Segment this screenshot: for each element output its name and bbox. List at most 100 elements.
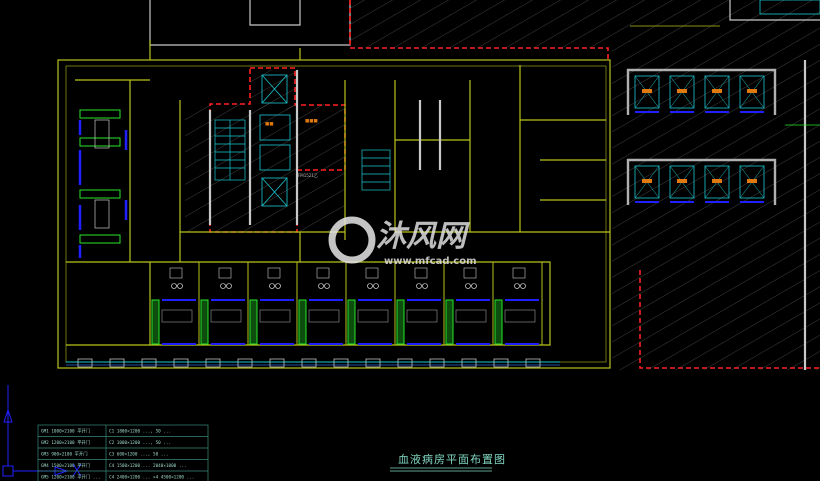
staircase <box>214 119 391 191</box>
sink <box>465 283 471 289</box>
core-room-label: ■■■ <box>305 119 318 124</box>
window-frame <box>269 358 285 368</box>
window-frame <box>365 358 381 368</box>
legend-window-spec: C4 1500×1200 ... 2040×1000 ... <box>109 463 187 469</box>
right-green-line <box>630 25 820 126</box>
elevator-car <box>739 75 765 109</box>
window-frame <box>141 358 157 368</box>
dialysis-room-row <box>149 261 543 346</box>
watermark-name: 沐风网 <box>376 219 470 254</box>
elevator-car <box>704 165 730 199</box>
sink <box>416 283 422 289</box>
legend-door-spec: GM4 1500×2100 平开门 <box>41 462 90 469</box>
hatched-existing-areas <box>185 0 820 370</box>
sink <box>318 283 324 289</box>
core-elevators <box>259 74 291 207</box>
toilet <box>414 267 428 279</box>
core-room-label: ■■ <box>265 122 274 127</box>
sink <box>520 283 526 289</box>
bed <box>161 309 193 323</box>
sink <box>275 283 281 289</box>
elevator-car <box>704 75 730 109</box>
elevator-label <box>677 89 687 93</box>
exterior-window-strip <box>66 358 560 368</box>
equipment-column <box>494 299 503 345</box>
bed <box>259 309 291 323</box>
window-frame <box>301 358 317 368</box>
toilet <box>267 267 281 279</box>
elevator-car <box>669 165 695 199</box>
elevator-label <box>642 89 652 93</box>
toilet <box>218 267 232 279</box>
sink <box>324 283 330 289</box>
sink <box>514 283 520 289</box>
equipment-column <box>396 299 405 345</box>
toilet <box>463 267 477 279</box>
window-frame <box>397 358 413 368</box>
bed <box>308 309 340 323</box>
sink <box>422 283 428 289</box>
drawing-title: 血液病房平面布置图 <box>398 452 506 466</box>
sink <box>226 283 232 289</box>
elevator-car <box>739 165 765 199</box>
legend-door-spec: GM5 1200×2100 平开门 ... <box>41 474 100 481</box>
bed <box>504 309 536 323</box>
window-frame <box>205 358 221 368</box>
door-window-legend-table: GM1 1000×2100 平开门 C1 1800×1200 ..., 50 ..… <box>37 424 209 481</box>
elevator-groups <box>626 68 777 205</box>
legend-door-spec: GM1 1000×2100 平开门 <box>41 428 90 435</box>
upper-building <box>149 0 820 46</box>
window-frame <box>429 358 445 368</box>
window-frame <box>333 358 349 368</box>
elevator-shaft-wall <box>626 68 777 115</box>
elevator-car <box>669 75 695 109</box>
sink <box>471 283 477 289</box>
equipment-column <box>347 299 356 345</box>
window-frame <box>493 358 509 368</box>
equipment-column <box>445 299 454 345</box>
gray-core-walls <box>208 60 807 370</box>
equipment-column <box>298 299 307 345</box>
elevator-label <box>747 179 757 183</box>
door-tag: FM1521乙 <box>298 172 318 178</box>
watermark-logo: 沐风网 www.mfcad.com <box>328 216 477 267</box>
elevator-label <box>712 179 722 183</box>
window-frame <box>461 358 477 368</box>
elevator-car <box>634 165 660 199</box>
sink <box>373 283 379 289</box>
window-frame <box>525 358 541 368</box>
legend-window-spec: C3 600×1200 ..., 50 ... <box>109 452 169 458</box>
sink <box>367 283 373 289</box>
bed <box>406 309 438 323</box>
watermark-url: www.mfcad.com <box>384 256 477 267</box>
sink <box>177 283 183 289</box>
legend-door-spec: GM2 1200×2100 平开门 <box>41 439 90 446</box>
sink <box>220 283 226 289</box>
equipment-column <box>200 299 209 345</box>
window-frame <box>237 358 253 368</box>
elevator-car <box>634 75 660 109</box>
elevator-label <box>712 89 722 93</box>
elevator-label <box>677 179 687 183</box>
bed <box>210 309 242 323</box>
bed <box>357 309 389 323</box>
legend-window-spec: C1 1800×1200 ..., 50 ... <box>109 429 171 435</box>
main-building-walls <box>57 40 611 369</box>
elevator-label <box>642 179 652 183</box>
sink <box>269 283 275 289</box>
elevator-label <box>747 89 757 93</box>
window-frame <box>173 358 189 368</box>
equipment-column <box>249 299 258 345</box>
toilet <box>512 267 526 279</box>
equipment-column <box>151 299 160 345</box>
legend-window-spec: C4 2400×1200 ... ×4 4500×1200 ... <box>109 475 194 481</box>
legend-window-spec: C2 1000×1200 ..., 50 ... <box>109 440 171 446</box>
window-frame <box>77 358 93 368</box>
elevator-shaft-wall <box>626 158 777 205</box>
legend-door-spec: GM3 900×2100 平开门 <box>41 451 88 458</box>
toilet <box>316 267 330 279</box>
sink <box>171 283 177 289</box>
toilet <box>169 267 183 279</box>
bed <box>455 309 487 323</box>
